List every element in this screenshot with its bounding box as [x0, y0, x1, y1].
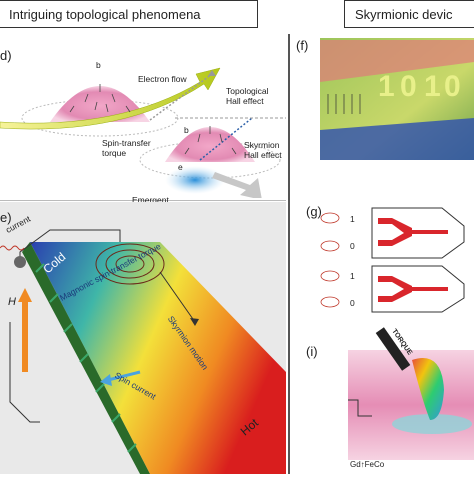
top-spin-ribbon: [320, 40, 474, 82]
skyrmion-dome-2: [165, 127, 255, 162]
skyrmion-written: [392, 414, 472, 434]
paintbrush-handle: [375, 327, 411, 371]
bit-0b: 0: [444, 70, 461, 103]
panel-g-letter: (g): [306, 204, 322, 219]
bit-0a: 0: [400, 70, 417, 103]
bottom-spin-ribbon: [320, 118, 474, 160]
panel-i-letter: (i): [306, 344, 318, 359]
panel-d: d) b b e Electron flow Topological Hall …: [0, 30, 286, 214]
label-b-1: b: [96, 60, 101, 70]
header-intriguing-topological-phenomena: Intriguing topological phenomena: [0, 0, 258, 28]
thermal-slab: [30, 242, 286, 474]
paintbrush-bristles: [412, 358, 444, 420]
panel-f-illustration: [320, 38, 474, 160]
label-electron-flow: Electron flow: [138, 74, 187, 84]
logic-gate-2: [371, 265, 465, 313]
dome-2-spins: [184, 126, 237, 155]
label-gdfeco: Gd↑FeCo: [350, 460, 385, 469]
panel-f-letter: (f): [296, 38, 309, 53]
skyrmion-icon-2: [320, 240, 340, 252]
label-topological-hall: Topological Hall effect: [226, 86, 269, 106]
spin-lines: [327, 94, 361, 114]
emergent-induction-glow: [165, 166, 225, 194]
gdfeco-film: [348, 350, 474, 460]
header-skyrmionic-devices: Skyrmionic devic: [344, 0, 474, 28]
skyrmion-icon-4: [320, 296, 340, 308]
logic-gate-1: [371, 207, 465, 259]
label-skyrmion-hall: Skyrmion Hall effect: [244, 140, 282, 160]
panel-divider: [288, 34, 290, 474]
skyrmion-icon-3: [320, 270, 340, 282]
contact-pad: [14, 256, 26, 268]
level-0b: 0: [350, 298, 355, 308]
skyrmion-vortex: [95, 243, 165, 285]
edge-spin-arrows: [35, 263, 137, 453]
skyrmion-icon-1: [320, 212, 340, 224]
level-1a: 1: [350, 214, 355, 224]
panel-g-circuits: [320, 207, 465, 313]
level-0a: 0: [350, 241, 355, 251]
panel-e-letter: e): [0, 210, 12, 225]
level-1b: 1: [350, 271, 355, 281]
topological-hall-arrow: [149, 73, 213, 121]
panel-d-letter: d): [0, 48, 12, 63]
label-b-2: b: [184, 125, 189, 135]
panel-g: (g) 1 0 1 0: [292, 198, 474, 313]
skyrmion-motion-arrow: [159, 271, 196, 323]
topological-hall-arrowhead: [208, 70, 216, 76]
panel-i-illustration: [348, 327, 474, 460]
red-tracks: [378, 218, 448, 302]
panel-d-illustration: [0, 67, 286, 200]
panel-e: e) current Cold Hot Magnonic spin-transf…: [0, 202, 286, 474]
current-wave: [0, 245, 25, 251]
spin-current-arrow: [107, 370, 141, 382]
electron-flow-arrow: [0, 67, 221, 130]
gray-motion-arrow: [212, 172, 262, 200]
panel-divider-d-e: [0, 200, 286, 201]
panel-f: (f) 1 0 1 0: [292, 34, 474, 164]
label-e: e: [178, 162, 183, 172]
bit-1b: 1: [424, 70, 441, 103]
panel-i: (i) TORQUE Gd↑FeCo: [292, 320, 474, 474]
panel-e-illustration: [0, 229, 286, 474]
label-spin-transfer-torque: Spin-transfer torque: [102, 138, 151, 158]
label-h: H: [8, 296, 16, 308]
field-arrow-shaft: [22, 302, 28, 372]
dome-1-spins: [69, 84, 131, 113]
bit-1a: 1: [378, 70, 395, 103]
skyrmion-hall-arrow: [199, 117, 253, 161]
field-arrow-head: [18, 288, 32, 302]
